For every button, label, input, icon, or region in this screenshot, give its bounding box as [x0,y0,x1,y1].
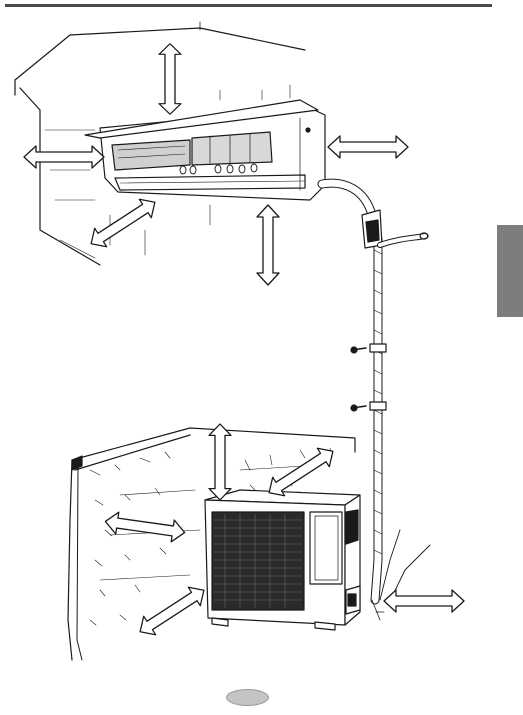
outdoor-unit [205,490,360,630]
arrow-left-indoor [24,146,104,168]
arrow-top-outdoor [209,424,231,500]
arrow-bottom-indoor [257,205,279,285]
arrow-right-indoor [328,136,408,158]
arrow-top-indoor [159,44,181,114]
arrow-right-outdoor [384,590,464,612]
arrow-left-outdoor [104,511,186,544]
indoor-unit [85,100,325,200]
arrow-front-indoor [85,193,161,253]
arrow-front-outdoor [134,581,210,641]
page-number [226,690,269,705]
